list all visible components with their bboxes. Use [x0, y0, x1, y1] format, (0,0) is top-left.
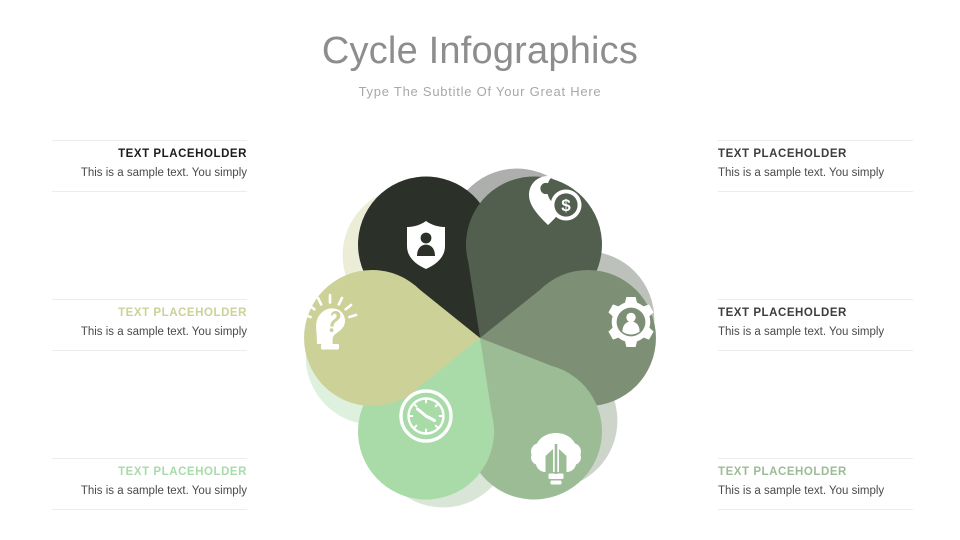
- text-block-body: This is a sample text. You simply: [80, 326, 247, 338]
- text-block-heading: TEXT PLACEHOLDER: [118, 466, 247, 478]
- text-block-left-1[interactable]: TEXT PLACEHOLDER This is a sample text. …: [52, 140, 247, 192]
- head-question-icon: [302, 293, 358, 350]
- divider: [52, 458, 247, 459]
- divider: [718, 140, 913, 141]
- page-title: Cycle Infographics: [321, 30, 639, 72]
- divider: [718, 350, 913, 351]
- divider: [718, 299, 913, 300]
- text-block-heading: TEXT PLACEHOLDER: [718, 466, 847, 478]
- text-block-body: This is a sample text. You simply: [718, 326, 885, 338]
- shield-person-icon: [407, 221, 445, 269]
- text-block-body: This is a sample text. You simply: [80, 167, 247, 179]
- pin-dollar-icon: $: [529, 176, 582, 225]
- text-block-body: This is a sample text. You simply: [80, 485, 247, 497]
- divider: [52, 350, 247, 351]
- divider: [52, 299, 247, 300]
- text-block-body: This is a sample text. You simply: [718, 485, 885, 497]
- divider: [52, 509, 247, 510]
- text-block-heading: TEXT PLACEHOLDER: [118, 148, 247, 160]
- text-block-heading: TEXT PLACEHOLDER: [718, 307, 847, 319]
- divider: [52, 140, 247, 141]
- text-block-left-3[interactable]: TEXT PLACEHOLDER This is a sample text. …: [52, 458, 247, 510]
- text-block-heading: TEXT PLACEHOLDER: [718, 148, 847, 160]
- brain-bulb-icon: [531, 433, 581, 485]
- text-block-heading: TEXT PLACEHOLDER: [118, 307, 247, 319]
- text-block-left-2[interactable]: TEXT PLACEHOLDER This is a sample text. …: [52, 299, 247, 351]
- divider: [718, 191, 913, 192]
- clock-icon: [399, 389, 453, 443]
- svg-text:$: $: [561, 196, 571, 215]
- divider: [718, 509, 913, 510]
- text-block-right-3[interactable]: TEXT PLACEHOLDER This is a sample text. …: [718, 458, 913, 510]
- gear-person-icon: [608, 297, 654, 347]
- page-subtitle: Type The Subtitle Of Your Great Here: [358, 84, 602, 99]
- text-block-right-1[interactable]: TEXT PLACEHOLDER This is a sample text. …: [718, 140, 913, 192]
- cycle-flower-diagram: $: [238, 120, 722, 540]
- divider: [718, 458, 913, 459]
- text-block-body: This is a sample text. You simply: [718, 167, 885, 179]
- text-block-right-2[interactable]: TEXT PLACEHOLDER This is a sample text. …: [718, 299, 913, 351]
- divider: [52, 191, 247, 192]
